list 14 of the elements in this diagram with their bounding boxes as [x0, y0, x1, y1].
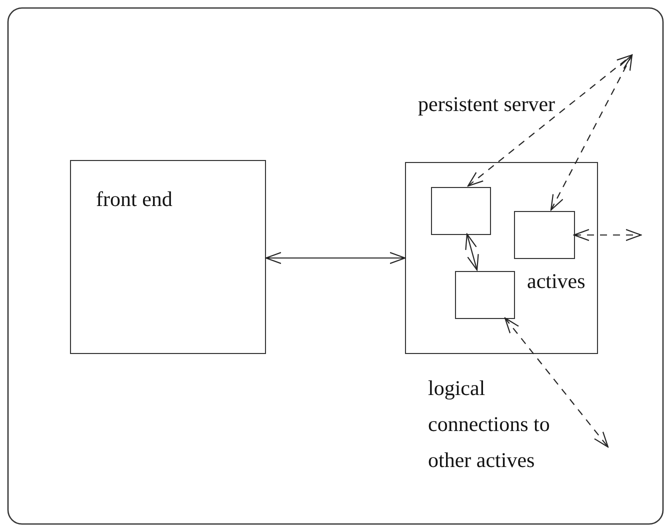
note-text: logical connections to other actives [428, 375, 551, 474]
active-box [455, 271, 515, 319]
box-label: persistent server [418, 91, 556, 118]
box-label: front end [96, 186, 174, 213]
arrow [265, 252, 406, 264]
active-box [514, 211, 575, 259]
process-box [70, 160, 266, 354]
dashed-arrow [504, 317, 609, 448]
group-label: actives [527, 268, 586, 295]
dashed-arrow [573, 228, 642, 242]
arrow [465, 233, 479, 271]
dashed-arrow [550, 54, 633, 211]
dashed-arrow [467, 54, 633, 187]
active-box [431, 187, 491, 235]
